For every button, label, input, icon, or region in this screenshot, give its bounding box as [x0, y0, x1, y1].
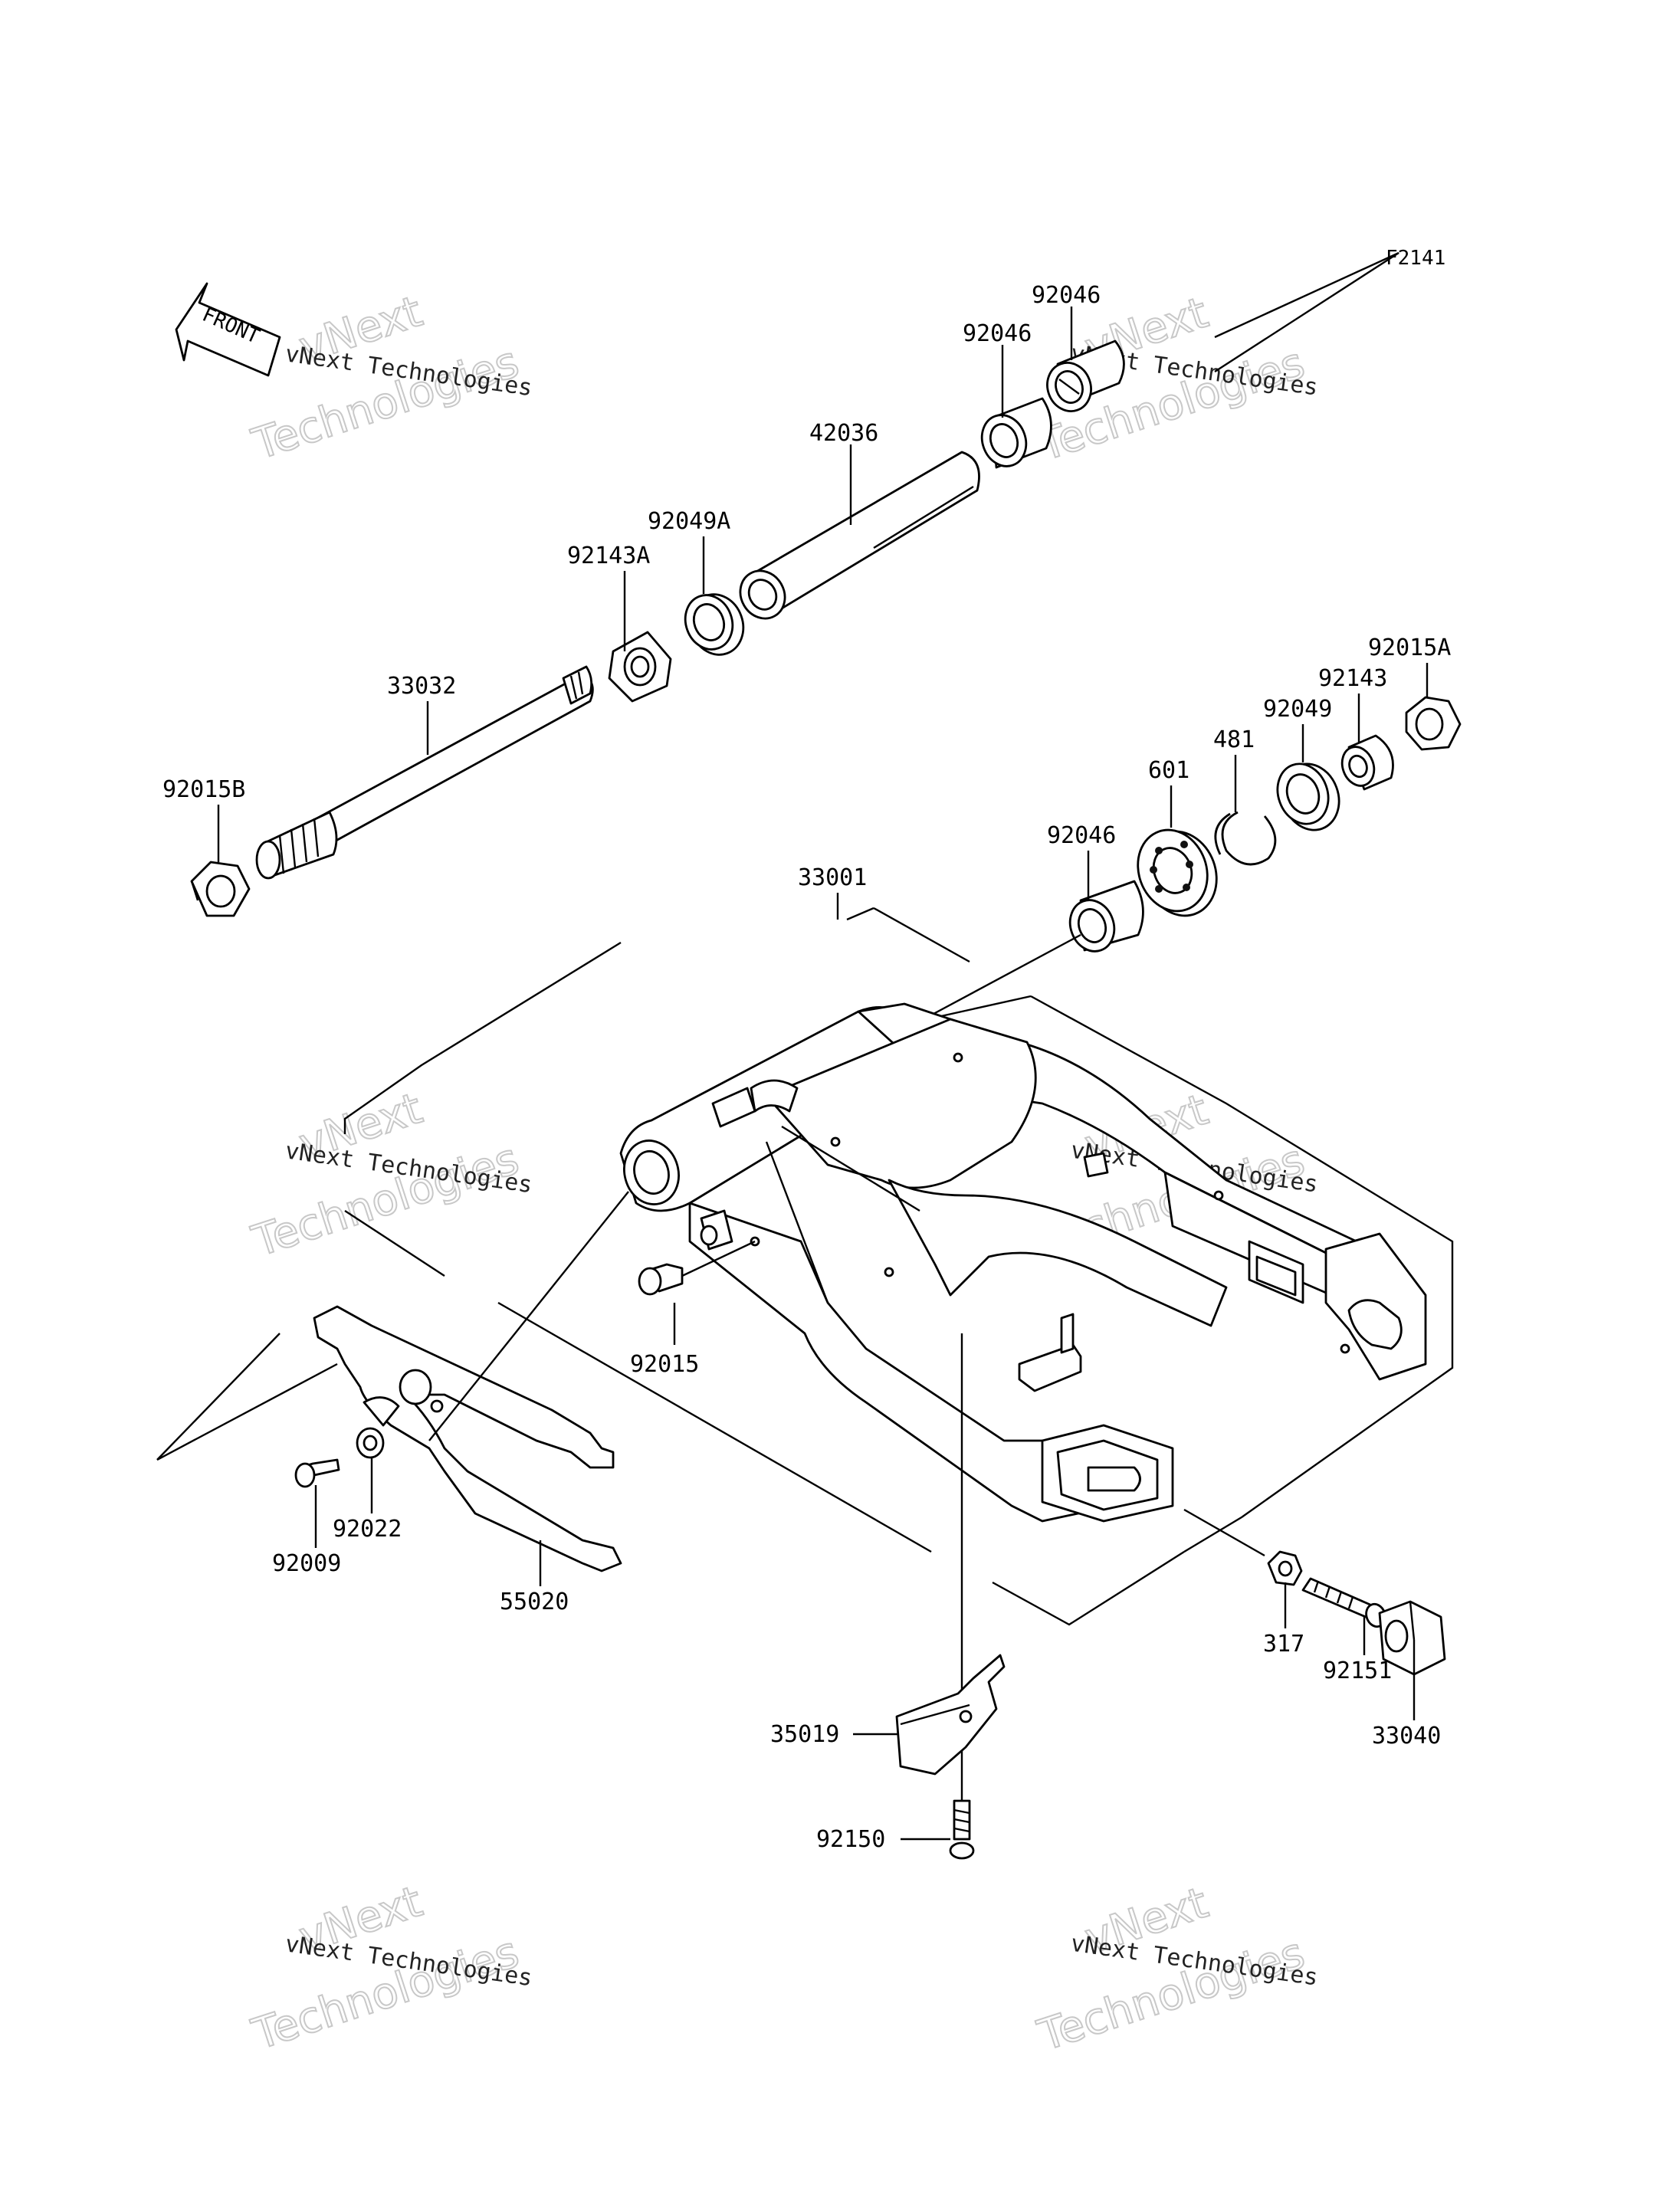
adjuster-guide-line: [1183, 1508, 1265, 1557]
ball-bearing-601: [1137, 828, 1218, 917]
swingarm-33001: [619, 1002, 1427, 1523]
needle-bearing-92046-upper: [1046, 339, 1125, 412]
callout-55020: 55020: [500, 1589, 569, 1615]
callout-92046-top: 92046: [1032, 282, 1101, 309]
oil-seal-92049a: [684, 593, 745, 656]
circlip-481: [1214, 811, 1277, 866]
callout-33001: 33001: [798, 864, 867, 891]
callout-92009: 92009: [272, 1550, 341, 1577]
collar-92143: [1340, 734, 1394, 791]
swingarm-outline-box: [343, 907, 1454, 1626]
chain-slider-55020: [313, 1305, 622, 1572]
washer-92022: [356, 1427, 385, 1459]
callout-33032: 33032: [387, 673, 456, 700]
figure-id: F2141: [1386, 247, 1445, 270]
callout-42036: 42036: [809, 420, 878, 447]
lock-nut-92015b: [190, 861, 251, 917]
callout-35019: 35019: [770, 1721, 839, 1748]
watermark-bottom-left: vNext Technologies vNext Technologies: [245, 1876, 533, 2061]
assembly-guide-lines-bottom-left: [156, 1191, 629, 1461]
watermark-top-left: vNext Technologies vNext Technologies: [245, 286, 533, 471]
assembly-guide-lines-top: [1214, 251, 1399, 373]
collar-92143a: [608, 631, 672, 703]
pivot-sleeve-42036: [739, 451, 980, 620]
nut-317: [1267, 1550, 1303, 1586]
callout-92015b: 92015B: [162, 776, 245, 803]
adjuster-block-33040: [1378, 1600, 1446, 1676]
callout-92046-right: 92046: [1047, 822, 1116, 849]
callout-92151: 92151: [1323, 1658, 1392, 1684]
callout-92049a: 92049A: [648, 508, 730, 535]
pivot-shaft-33032: [255, 665, 594, 880]
callout-92015a: 92015A: [1368, 635, 1451, 661]
callout-92049: 92049: [1263, 696, 1332, 723]
bearing-guide-line: [923, 933, 1081, 1021]
callout-317: 317: [1263, 1631, 1304, 1658]
part-number-callouts: 92046 92046 42036 92049A 92143A 33032 92…: [162, 282, 1451, 1853]
callout-601: 601: [1148, 757, 1189, 784]
callout-92150: 92150: [816, 1826, 885, 1853]
callout-92143: 92143: [1318, 665, 1387, 692]
oil-seal-92049: [1276, 762, 1340, 831]
callout-92143a: 92143A: [567, 543, 650, 569]
callout-92046-second: 92046: [963, 320, 1032, 347]
callout-92022: 92022: [333, 1516, 402, 1543]
bolt-92009: [294, 1458, 340, 1488]
bolt-92015: [638, 1240, 756, 1296]
front-arrow-icon: FRONT: [175, 282, 281, 377]
needle-bearing-92046-lower: [980, 397, 1052, 469]
chain-guard-35019: [895, 1654, 1006, 1776]
callout-481: 481: [1213, 726, 1255, 753]
needle-bearing-92046-right: [1068, 880, 1144, 953]
callout-92015: 92015: [630, 1351, 699, 1378]
watermark-bottom-right: vNext Technologies vNext Technologies: [1032, 1877, 1320, 2062]
callout-33040: 33040: [1372, 1723, 1441, 1749]
leader-lines: [217, 307, 1429, 1841]
bolt-92150: [949, 1799, 975, 1860]
flange-nut-92015a: [1405, 696, 1462, 751]
adjuster-bolt-92151: [1301, 1577, 1386, 1628]
